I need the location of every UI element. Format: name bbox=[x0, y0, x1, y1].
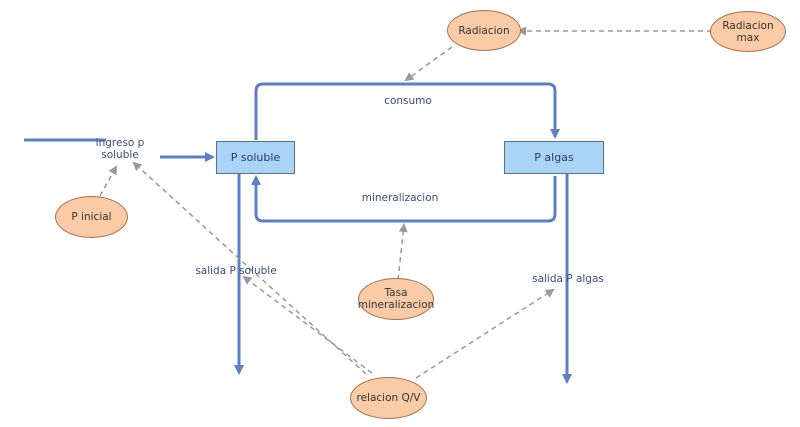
aux-radiacion-max[interactable]: Radiacion max bbox=[710, 11, 786, 52]
link-relacion-to-salida-p-soluble bbox=[242, 275, 373, 374]
stock-p-soluble[interactable]: P soluble bbox=[216, 141, 295, 174]
aux-tasa-mineralizacion[interactable]: Tasa mineralizacion bbox=[358, 278, 434, 320]
flow-label-salida-p-soluble: salida P soluble bbox=[195, 265, 277, 277]
aux-radiacion[interactable]: Radiacion bbox=[447, 10, 521, 51]
flow-label-consumo: consumo bbox=[384, 95, 432, 107]
link-relacion-to-ingreso bbox=[132, 161, 367, 375]
aux-relacion-qv[interactable]: relacion Q/V bbox=[350, 377, 427, 419]
link-tasa-to-mineralizacion bbox=[397, 223, 408, 281]
link-relacion-to-salida-p-algas bbox=[415, 288, 555, 379]
mineralizacion-flow-pipe bbox=[251, 175, 557, 223]
flow-label-ingreso-p-soluble: ingreso p soluble bbox=[95, 137, 145, 161]
link-radiacion-to-consumo bbox=[404, 46, 453, 82]
stock-p-algas[interactable]: P algas bbox=[504, 141, 604, 174]
flow-label-salida-p-algas: salida P algas bbox=[532, 273, 604, 285]
link-p-inicial-to-ingreso bbox=[99, 165, 117, 197]
consumo-flow-pipe bbox=[254, 82, 560, 140]
flow-label-mineralizacion: mineralizacion bbox=[361, 192, 439, 204]
aux-p-inicial[interactable]: P inicial bbox=[55, 196, 128, 238]
